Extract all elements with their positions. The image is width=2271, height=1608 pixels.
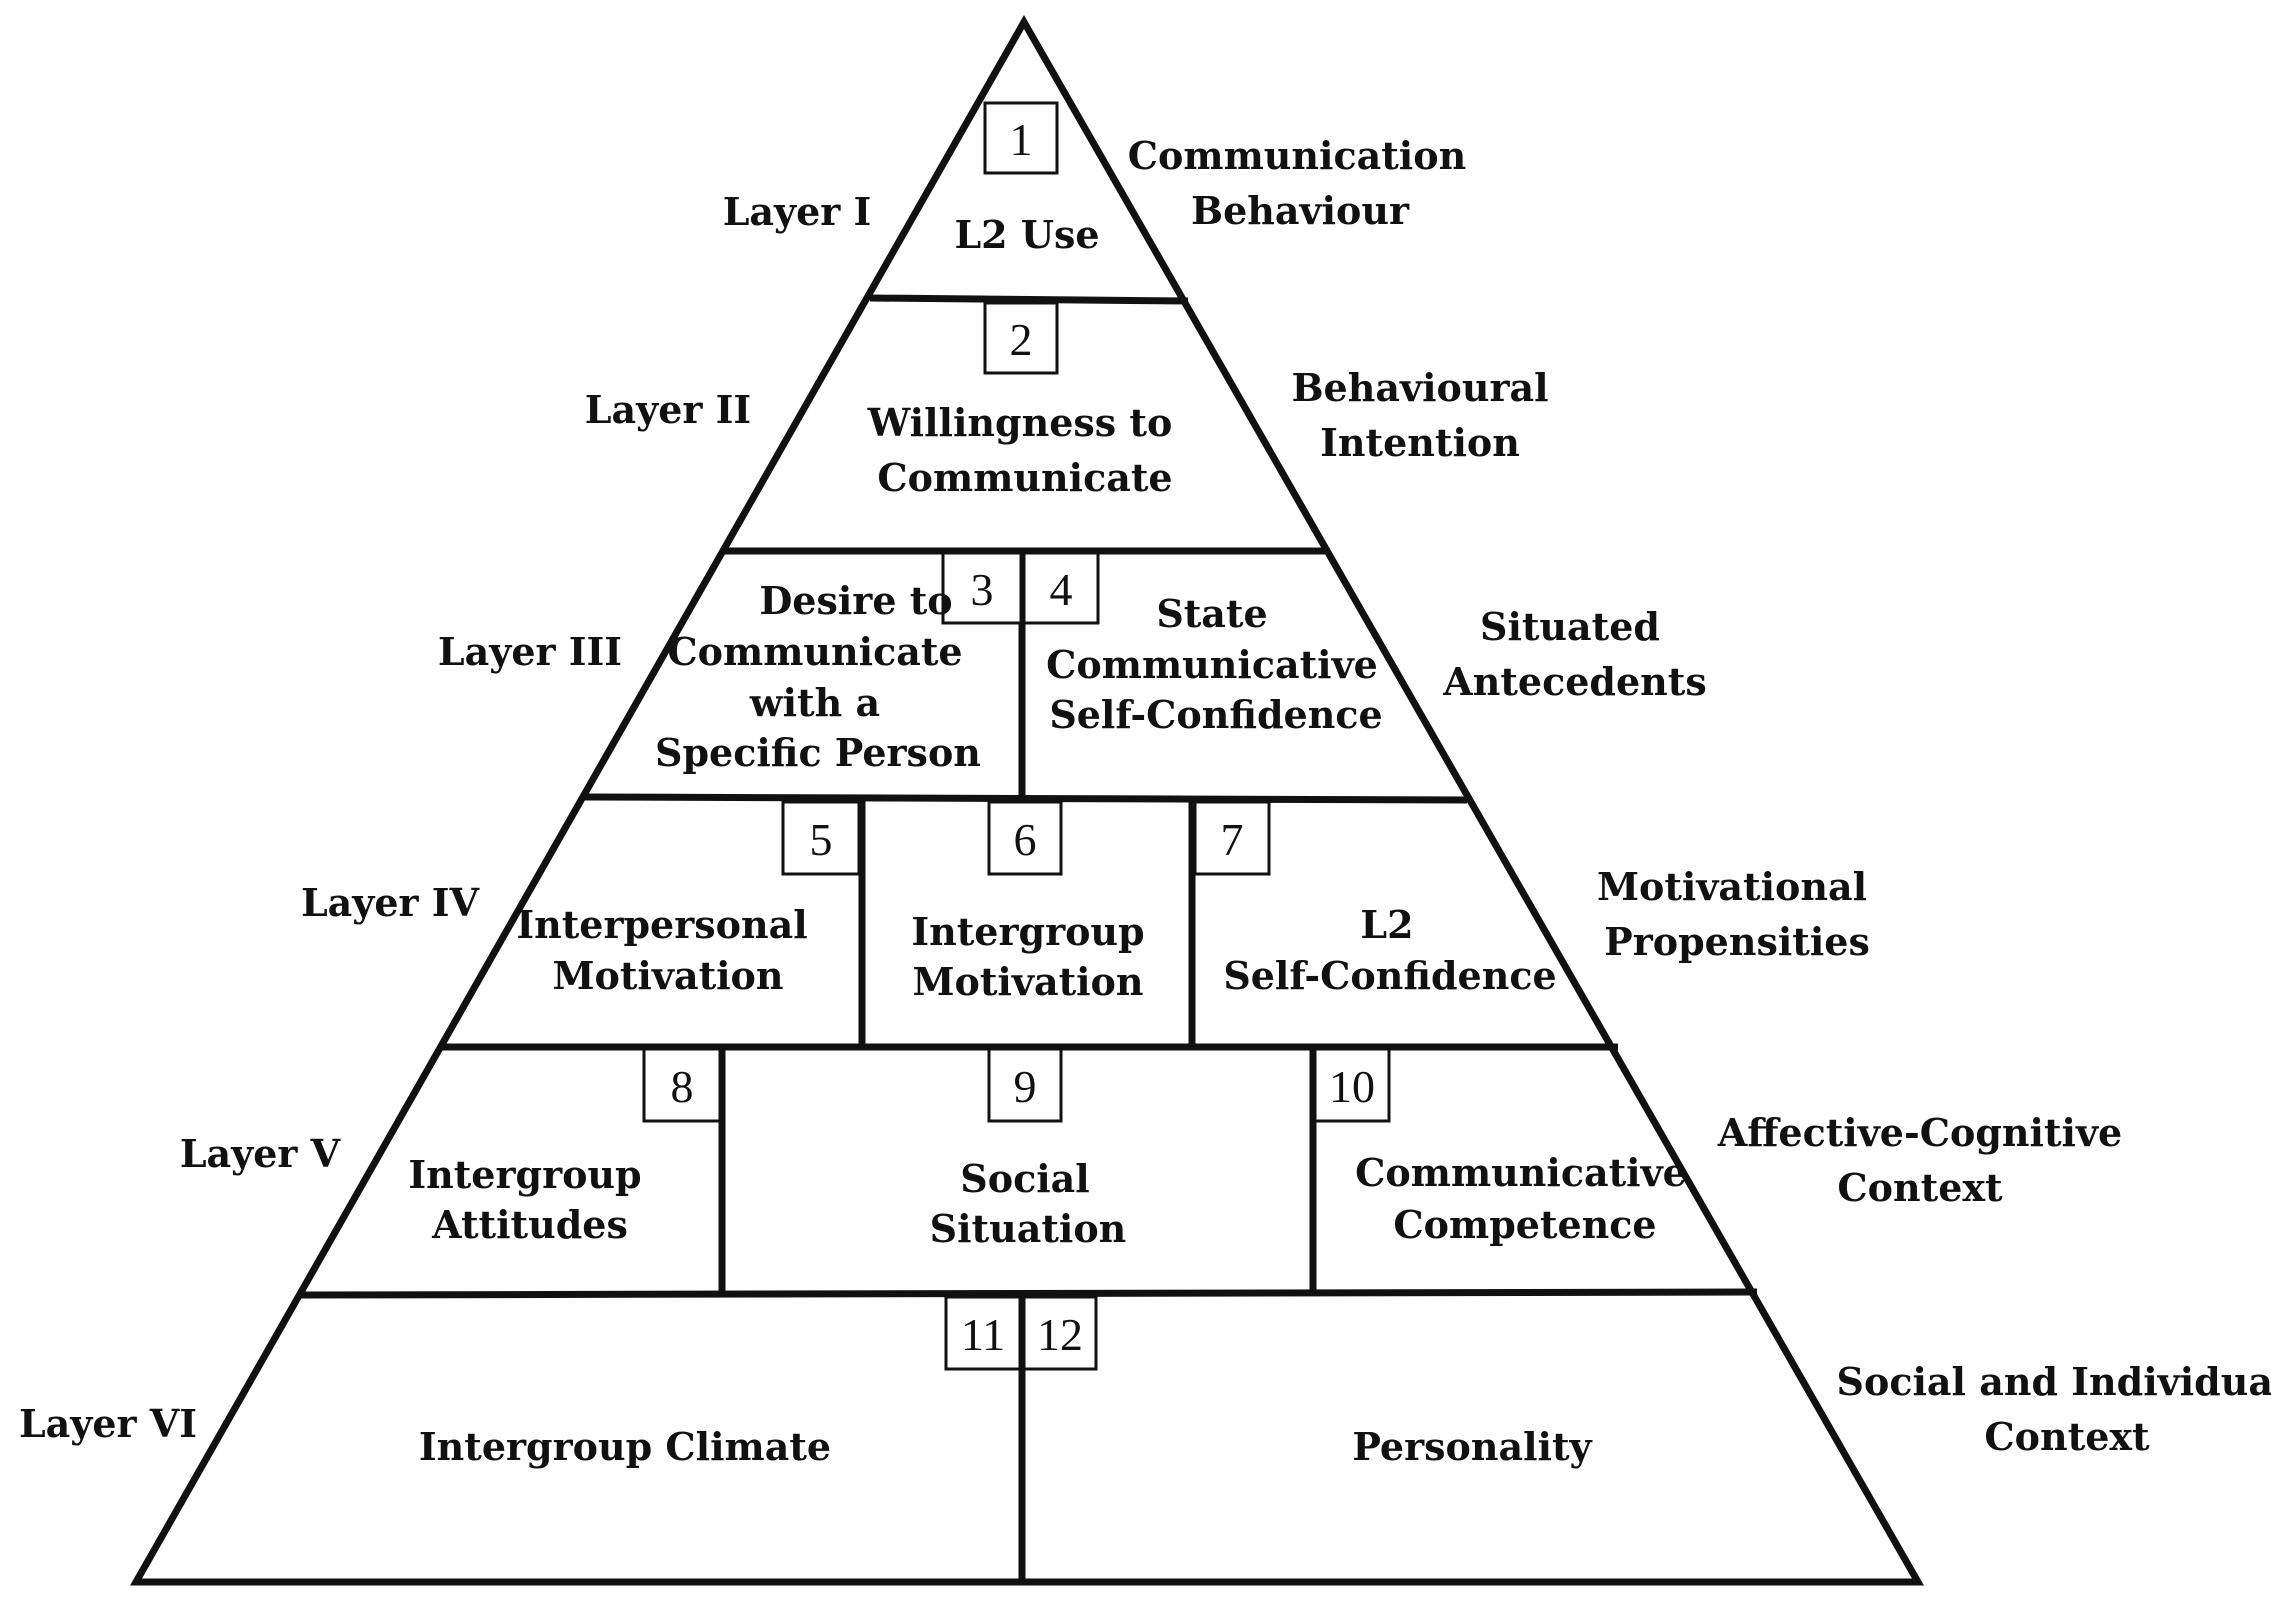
number-6: 6 xyxy=(1014,814,1037,865)
side-label-1-line-2: Behaviour xyxy=(1191,188,1410,233)
side-label-3-line-1: Situated xyxy=(1480,604,1660,649)
number-8: 8 xyxy=(671,1061,694,1112)
cell-label-6-line-1: Intergroup xyxy=(911,909,1144,954)
side-label-5-line-2: Context xyxy=(1837,1165,2003,1210)
layer-label-4: Layer IV xyxy=(301,880,481,925)
side-label-1-line-1: Communication xyxy=(1128,133,1466,178)
cell-label-2-line-1: Willingness to xyxy=(867,400,1173,445)
cell-label-7-line-2: Self-Confidence xyxy=(1223,953,1556,998)
side-label-3-line-2: Antecedents xyxy=(1442,659,1706,704)
cell-label-4-line-3: Self-Confidence xyxy=(1049,692,1382,737)
number-11: 11 xyxy=(961,1309,1005,1360)
side-label-4-line-1: Motivational xyxy=(1597,864,1867,909)
number-box-10: 10 xyxy=(1313,1047,1391,1123)
layer-label-5: Layer V xyxy=(180,1131,342,1176)
side-label-2-line-1: Behavioural xyxy=(1291,365,1548,410)
cell-label-8-line-1: Intergroup xyxy=(408,1152,641,1197)
number-box-12: 12 xyxy=(1022,1295,1098,1371)
number-box-6: 6 xyxy=(987,800,1063,876)
number-1: 1 xyxy=(1010,114,1033,165)
cell-label-9-line-2: Situation xyxy=(930,1206,1127,1251)
cell-label-10-line-1: Communicative xyxy=(1355,1150,1687,1195)
cell-label-9-line-1: Social xyxy=(960,1156,1089,1201)
number-box-7: 7 xyxy=(1193,800,1271,876)
cell-label-4-line-2: Communicative xyxy=(1046,642,1378,687)
divider-layer-1-2 xyxy=(869,294,1189,305)
cell-label-7-line-1: L2 xyxy=(1360,902,1413,947)
side-label-5-line-1: Affective-Cognitive xyxy=(1717,1110,2122,1155)
cell-label-5-line-1: Interpersonal xyxy=(516,902,807,947)
number-9: 9 xyxy=(1014,1061,1037,1112)
side-label-2-line-2: Intention xyxy=(1320,420,1520,465)
cell-label-3-line-2: Communicate xyxy=(667,629,962,674)
number-box-2: 2 xyxy=(983,301,1059,375)
cell-label-12-line-1: Personality xyxy=(1352,1424,1592,1469)
cell-label-1-line-1: L2 Use xyxy=(954,212,1099,257)
number-box-4: 4 xyxy=(1022,551,1100,625)
side-label-6-line-1: Social and Individual xyxy=(1837,1359,2271,1404)
number-box-9: 9 xyxy=(987,1047,1063,1123)
side-label-4-line-2: Propensities xyxy=(1604,919,1870,964)
cell-label-6-line-2: Motivation xyxy=(912,959,1143,1004)
pyramid-outline xyxy=(129,14,1925,1586)
layer-label-6: Layer VI xyxy=(19,1401,197,1446)
number-2: 2 xyxy=(1010,314,1033,365)
number-7: 7 xyxy=(1221,814,1244,865)
number-3: 3 xyxy=(971,564,994,615)
number-4: 4 xyxy=(1050,564,1073,615)
cell-label-11-line-1: Intergroup Climate xyxy=(419,1424,831,1469)
divider-layer-3-4 xyxy=(584,793,1468,804)
cell-label-5-line-2: Motivation xyxy=(552,953,783,998)
number-box-3: 3 xyxy=(941,551,1023,625)
number-box-8: 8 xyxy=(642,1047,722,1123)
layer-label-2: Layer II xyxy=(585,387,751,432)
number-12: 12 xyxy=(1037,1309,1083,1360)
side-label-6-line-2: Context xyxy=(1984,1414,2150,1459)
cell-label-4-line-1: State xyxy=(1156,591,1267,636)
number-box-11: 11 xyxy=(944,1295,1022,1371)
number-box-5: 5 xyxy=(781,800,861,876)
layer-label-1: Layer I xyxy=(723,189,872,234)
cell-label-10-line-2: Competence xyxy=(1393,1202,1656,1247)
number-10: 10 xyxy=(1329,1061,1375,1112)
layer-label-3: Layer III xyxy=(438,629,622,674)
cell-label-3-line-4: Specific Person xyxy=(655,730,981,775)
cell-label-3-line-3: with a xyxy=(749,680,880,725)
number-box-1: 1 xyxy=(983,101,1059,175)
cell-label-3-line-1: Desire to xyxy=(759,578,952,623)
number-5: 5 xyxy=(810,814,833,865)
divider-layer-5-6 xyxy=(299,1288,1758,1299)
cell-label-8-line-2: Attitudes xyxy=(431,1202,628,1247)
cell-label-2-line-2: Communicate xyxy=(877,455,1172,500)
